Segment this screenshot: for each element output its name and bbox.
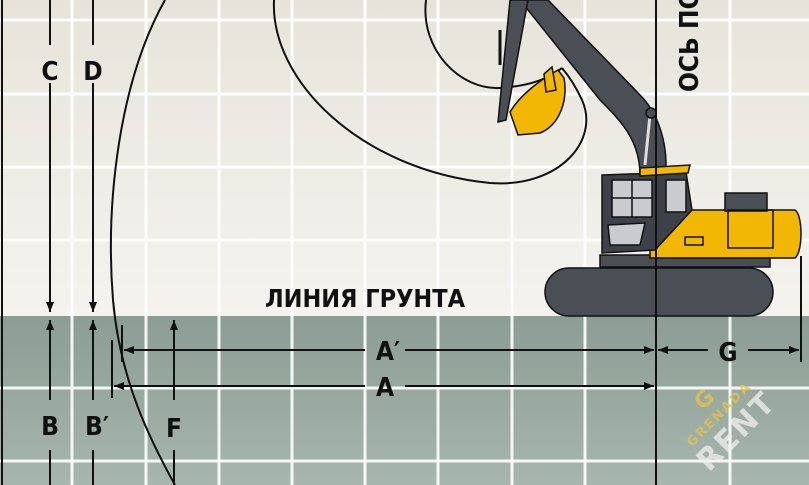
dimension-g-label: G bbox=[718, 338, 737, 368]
dimension-a-prime-label: A′ bbox=[376, 337, 400, 367]
dimension-f-label: F bbox=[166, 414, 182, 444]
excavator-illustration bbox=[497, 0, 802, 317]
dimension-c-label: C bbox=[41, 57, 58, 87]
excavator-track bbox=[544, 267, 774, 317]
dimension-b-label: B bbox=[41, 412, 59, 442]
dimension-b-prime-label: B′ bbox=[85, 412, 109, 442]
rotation-axis-label: ОСЬ ПО bbox=[675, 0, 705, 92]
dimension-d-label: D bbox=[83, 57, 102, 87]
dimension-a-label: A bbox=[376, 373, 394, 403]
ground-line-label: ЛИНИЯ ГРУНТА bbox=[265, 284, 466, 313]
dimension-lines bbox=[46, 0, 802, 485]
